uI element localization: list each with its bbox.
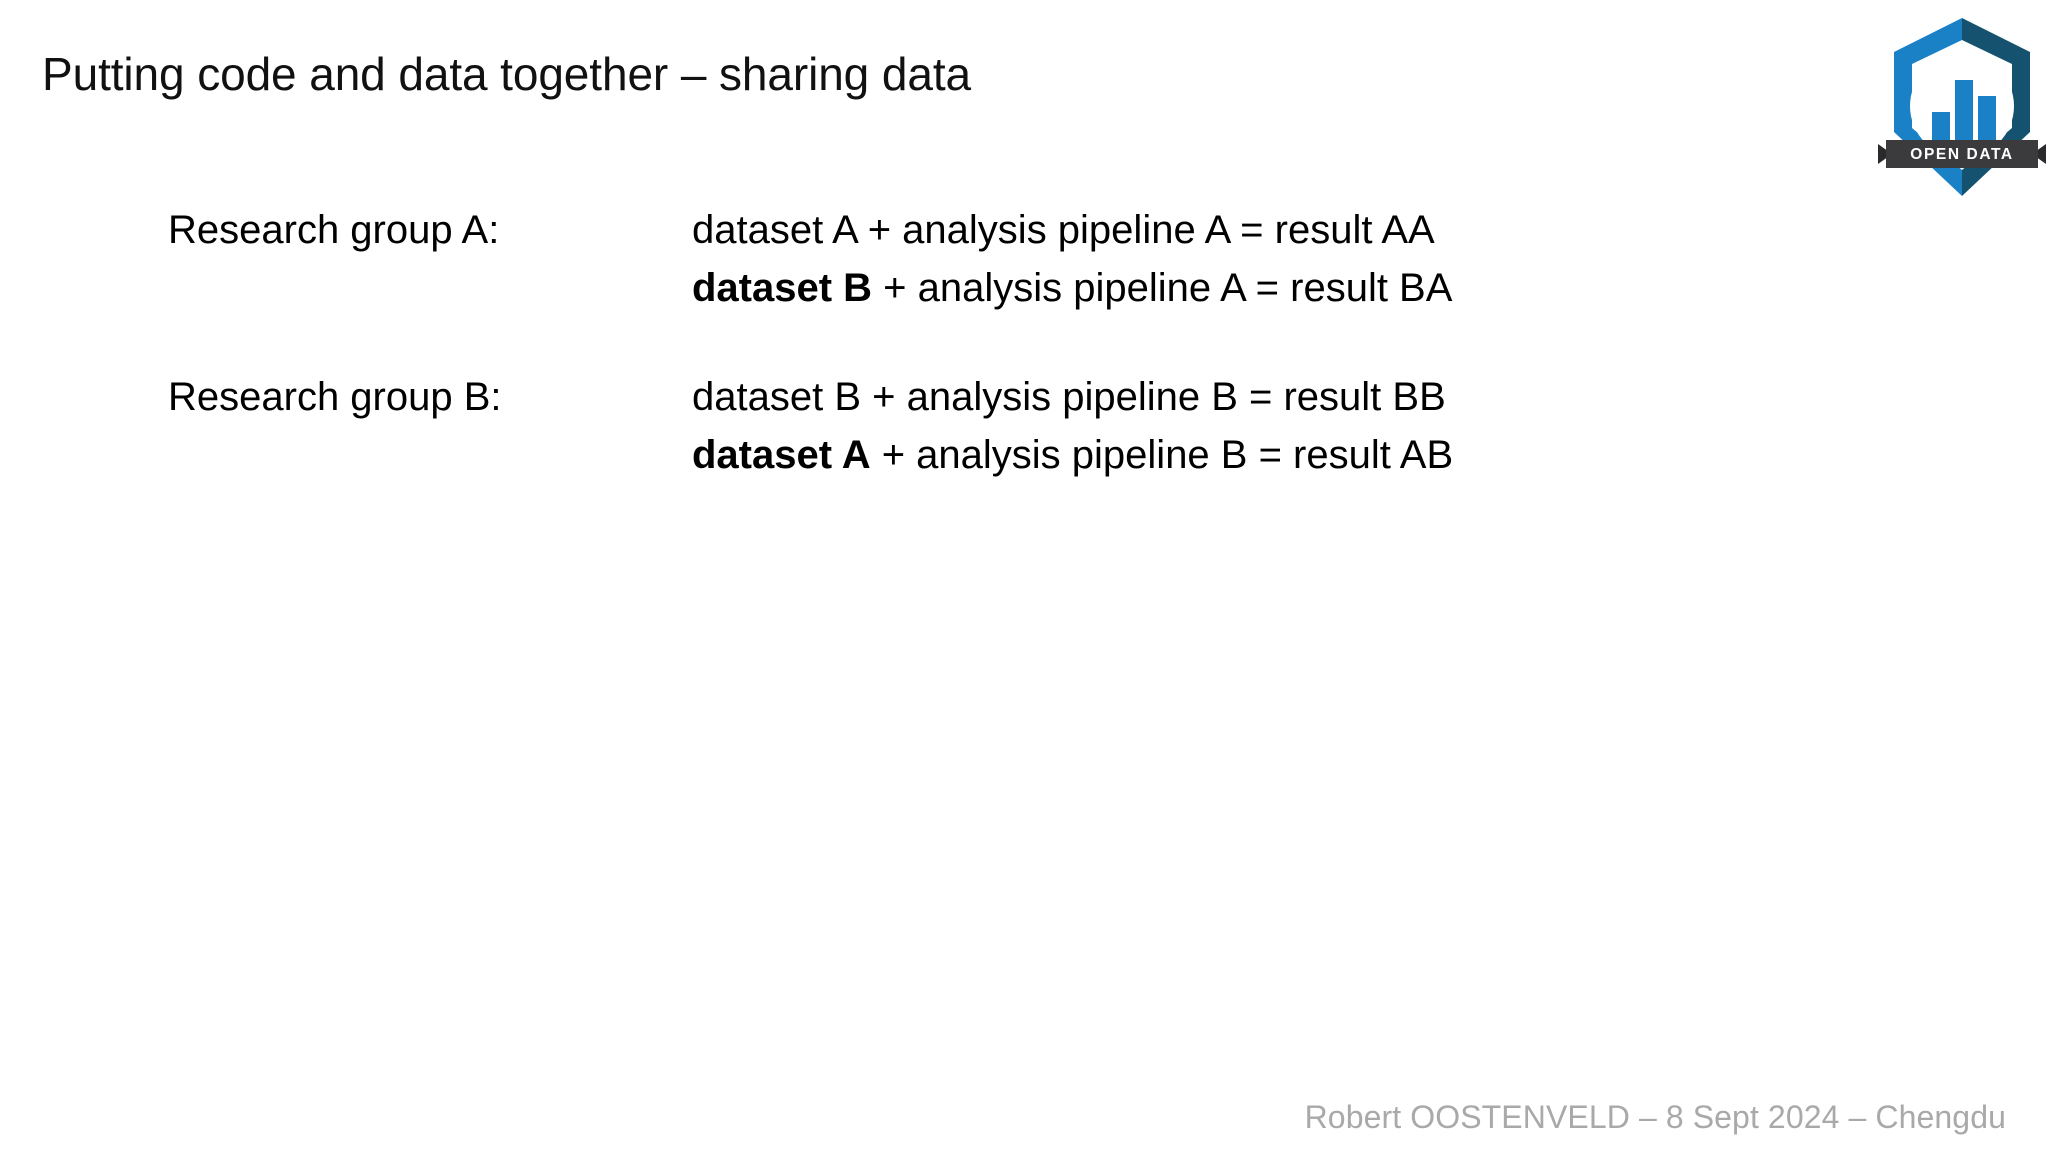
equation-text: dataset A + analysis pipeline A = result… [692, 208, 1435, 252]
equation-row: dataset B + analysis pipeline A = result… [692, 260, 1768, 318]
research-group-a-equations: dataset A + analysis pipeline A = result… [692, 202, 1768, 317]
equation-row: dataset A + analysis pipeline A = result… [692, 202, 1768, 260]
equation-emphasis: dataset A [692, 432, 871, 477]
equation-emphasis: dataset B [692, 265, 873, 310]
research-group-block: Research group B: dataset B + analysis p… [168, 369, 1768, 484]
equation-text: dataset B + analysis pipeline B = result… [692, 375, 1446, 420]
equation-text: + analysis pipeline A = result BA [872, 265, 1453, 310]
equation-row: dataset B + analysis pipeline B = result… [692, 369, 1768, 427]
research-group-block: Research group A: dataset A + analysis p… [168, 202, 1768, 317]
research-group-b-label: Research group B: [168, 375, 502, 420]
research-group-a-label: Research group A: [168, 208, 500, 252]
slide-footer: Robert OOSTENVELD – 8 Sept 2024 – Chengd… [1304, 1099, 2006, 1135]
research-group-b-equations: dataset B + analysis pipeline B = result… [692, 369, 1768, 484]
badge-ribbon-label: OPEN DATA [1910, 146, 2013, 163]
equation-text: + analysis pipeline B = result AB [870, 432, 1454, 477]
open-data-badge: OPEN DATA [1876, 14, 2048, 202]
bar-chart-icon [1932, 80, 1996, 144]
slide-body: Research group A: dataset A + analysis p… [168, 202, 1768, 484]
equation-row: dataset A + analysis pipeline B = result… [692, 427, 1768, 485]
page-title: Putting code and data together – sharing… [42, 47, 971, 100]
ribbon-banner-icon: OPEN DATA [1878, 140, 2046, 168]
